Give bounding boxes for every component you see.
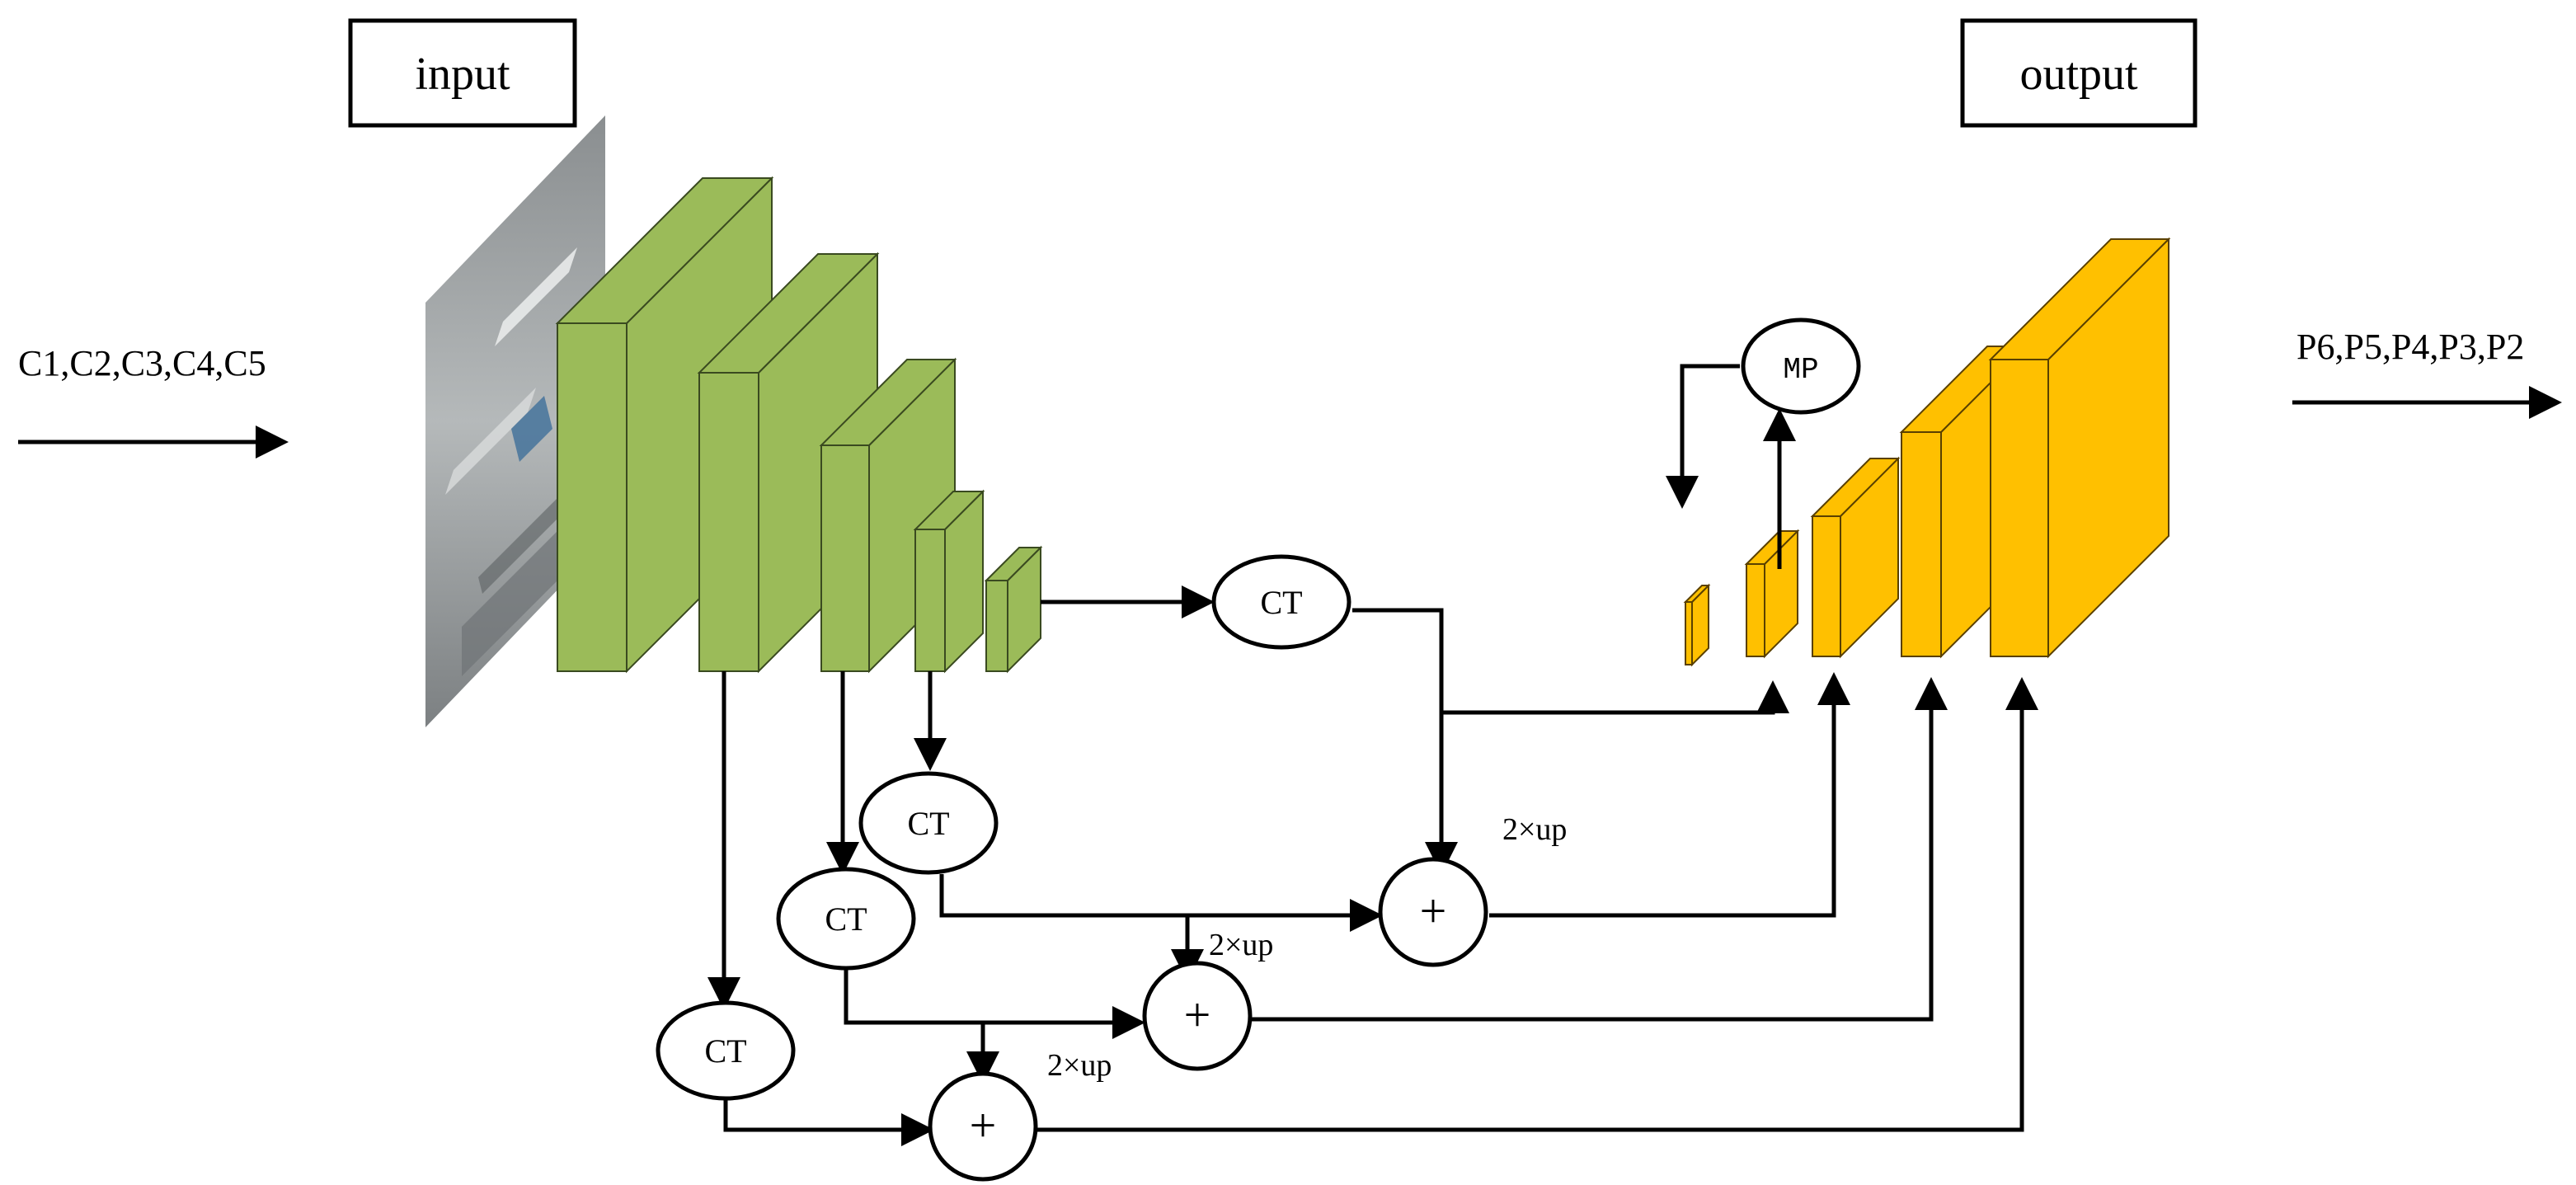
plus2-label: + [1184,988,1211,1042]
ct-c2-label: CT [704,1032,746,1070]
output-label: output [2019,49,2138,100]
plus1-label: + [1420,884,1447,938]
pyramid-block-5 [1988,237,2171,659]
ct-top-label: CT [1260,584,1302,621]
backbone-block-5 [984,545,1043,674]
up-label-1: 2×up [1502,812,1567,847]
pyramid-block-1 [1683,583,1711,667]
plus3-node [928,1071,1038,1182]
ct-top-down-arrow [1352,608,1458,875]
output-features-label: P6,P5,P4,P3,P2 [2296,327,2524,367]
mp-label: MP [1783,353,1818,387]
operator-labels: CT CT CT CT + + + [704,584,1446,1152]
input-features-label: C1,C2,C3,C4,C5 [18,343,266,383]
input-label-box: input [348,18,577,128]
pyramid-blocks [1683,237,2171,667]
plus2-node [1142,961,1253,1071]
backbone-blocks [555,176,1043,674]
ct-c3-to-plus-arrow [844,966,1145,1039]
mp-node [1741,317,1861,415]
ct-top-node [1211,554,1351,650]
input-label: input [415,49,510,100]
plus1-node [1378,857,1488,967]
plus1-to-p4-arrow [1489,672,1850,918]
backbone-block-4 [913,489,985,674]
ct-c4-label: CT [907,805,949,842]
to-p5-arrow [1441,680,1789,715]
output-label-box: output [1960,18,2198,128]
ct-c4-node [858,771,999,875]
mp-to-p6-arrow [1666,364,1740,509]
up-label-2: 2×up [1209,928,1273,962]
ct-c2-to-plus-arrow [723,1095,934,1146]
ct-c2-node [656,1000,796,1101]
plus3-label: + [970,1098,997,1152]
ct-c3-label: CT [825,901,867,938]
plus3-to-p2-arrow [1036,677,2038,1132]
pyramid-block-2 [1744,529,1800,659]
ct-c3-node [776,867,916,971]
plus2-to-p3-arrow [1252,677,1948,1022]
operators [656,317,1861,1182]
up-label-3: 2×up [1047,1048,1112,1083]
upsample-labels: 2×up 2×up 2×up [1047,812,1567,1083]
ct-c4-to-plus-arrow [939,874,1383,932]
pyramid-block-3 [1810,456,1901,659]
